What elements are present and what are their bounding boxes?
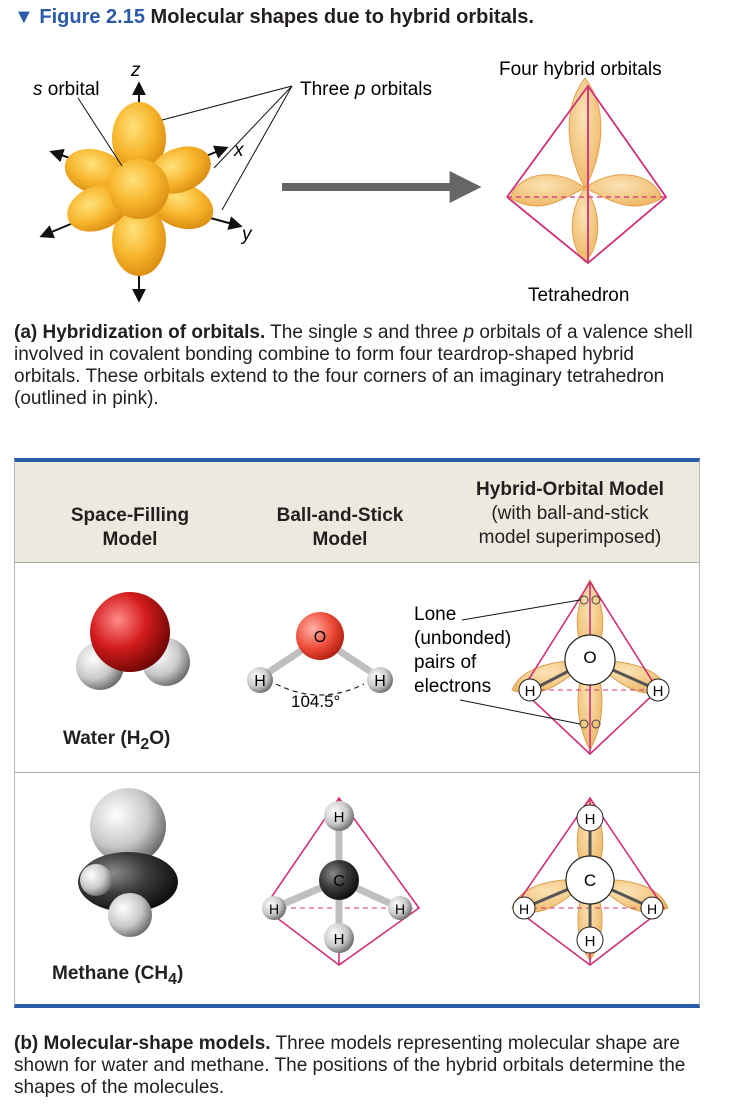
methane-c-atom: C — [333, 873, 345, 890]
methane-hybrid-orbital-model: H H H H C — [511, 796, 669, 967]
tetrahedron-label: Tetrahedron — [528, 285, 629, 306]
orbital-hybridization-diagram: s orbital Three p orbitals z x y Four hy… — [33, 59, 668, 306]
hybrid-water-h-atom-left: H — [525, 683, 536, 700]
four-hybrid-orbitals-label: Four hybrid orbitals — [499, 59, 662, 80]
three-p-orbitals-label: Three p orbitals — [300, 79, 432, 100]
molecule-models: O H H 104.5° O H H Lone (unbonded) pairs… — [76, 579, 670, 967]
x-axis-label: x — [233, 140, 245, 161]
figure-number: Figure 2.15 — [39, 6, 145, 28]
figure-title: Molecular shapes due to hybrid orbitals. — [150, 6, 534, 28]
molecular-models-table: Space-Filling Model Ball-and-Stick Model… — [14, 458, 700, 1008]
p-orbital-leader-2 — [213, 85, 293, 169]
water-bond-angle: 104.5° — [291, 692, 340, 711]
methane-h-atom-bottom: H — [334, 931, 345, 948]
lone-pairs-line-1: Lone — [414, 604, 456, 625]
header-hybrid-orbital: Hybrid-Orbital Model (with ball-and-stic… — [476, 479, 664, 548]
figure-marker-icon: ▼ — [14, 6, 34, 28]
lone-pairs-line-3: pairs of — [414, 652, 477, 673]
water-hybrid-orbital-model: O H H Lone (unbonded) pairs of electrons — [414, 579, 670, 756]
hybrid-methane-h-atom-top: H — [585, 811, 596, 828]
methane-h-atom-top: H — [334, 809, 345, 826]
methane-h-atom-right: H — [395, 901, 405, 917]
methane-h-atom-left: H — [269, 901, 279, 917]
z-axis-label: z — [130, 60, 141, 81]
water-h-atom-right: H — [374, 673, 386, 690]
hybrid-methane-c-atom: C — [584, 871, 596, 890]
s-orbital-leader — [77, 97, 123, 167]
water-space-filling-model — [76, 592, 190, 690]
water-h-atom-left: H — [254, 673, 266, 690]
water-ball-and-stick-model: O H H 104.5° — [247, 612, 393, 711]
p-orbital-leader-3 — [221, 85, 293, 211]
water-o-atom: O — [314, 629, 326, 646]
y-axis-label: y — [240, 224, 253, 245]
methane-ball-and-stick-model: H H H H C — [262, 796, 421, 966]
caption-a: (a) Hybridization of orbitals. The singl… — [14, 322, 693, 409]
hybrid-water-h-atom-right: H — [653, 683, 664, 700]
lone-pairs-line-4: electrons — [414, 676, 491, 697]
header-space-filling: Space-Filling Model — [70, 505, 190, 550]
hybrid-methane-h-atom-bottom: H — [585, 933, 596, 950]
methane-label: Methane (CH4) — [52, 963, 184, 988]
figure-heading: ▼ Figure 2.15 Molecular shapes due to hy… — [14, 6, 534, 29]
tetrahedron-hybrid-orbitals — [506, 77, 668, 265]
methane-space-filling-model — [78, 788, 178, 937]
water-label: Water (H2O) — [63, 728, 171, 753]
row-divider — [15, 772, 699, 773]
header-ball-and-stick: Ball-and-Stick Model — [276, 505, 404, 550]
table-header — [15, 462, 699, 563]
hybrid-methane-h-atom-left: H — [519, 901, 529, 917]
s-orbital-sphere — [109, 159, 169, 219]
s-orbital-label: s orbital — [33, 79, 100, 100]
p-orbital-leader-1 — [161, 85, 293, 121]
hybrid-methane-h-atom-right: H — [647, 901, 657, 917]
lone-pairs-line-2: (unbonded) — [414, 628, 511, 649]
caption-b: (b) Molecular-shape models. Three models… — [14, 1033, 686, 1098]
hybrid-water-o-atom: O — [583, 648, 596, 667]
